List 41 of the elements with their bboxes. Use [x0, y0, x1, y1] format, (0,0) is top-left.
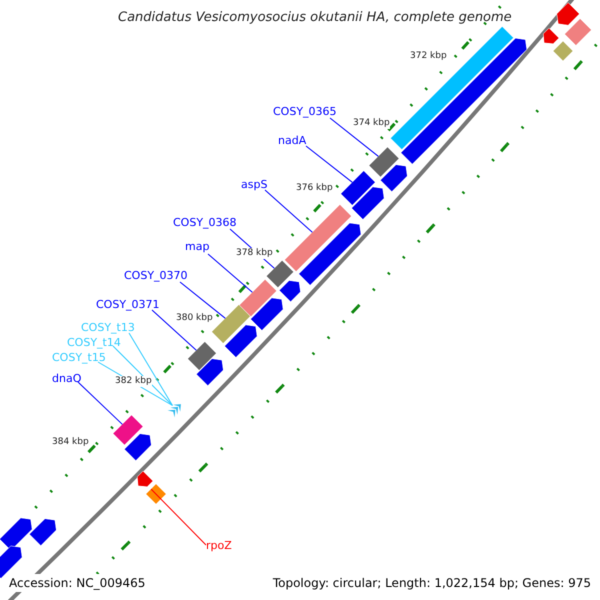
gene-label: COSY_0365	[273, 105, 337, 118]
gene-feature	[284, 204, 352, 272]
leader-line	[306, 146, 353, 183]
gene-label: map	[185, 240, 210, 253]
leader-line	[112, 346, 173, 406]
scale-label: 376 kbp	[296, 183, 333, 194]
gene-feature	[266, 260, 294, 288]
gene-label: COSY_0370	[124, 269, 188, 282]
leader-line	[330, 118, 379, 157]
leader-line	[264, 190, 313, 233]
gene-feature	[212, 304, 250, 344]
scale-label: 378 kbp	[236, 248, 273, 259]
gene-feature	[369, 147, 399, 177]
scale-label: 384 kbp	[52, 437, 89, 448]
diagram-title: Candidatus Vesicomyosocius okutanii HA, complete genome	[118, 9, 512, 27]
scale-label: 380 kbp	[176, 313, 213, 324]
gene-label: COSY_0371	[96, 298, 160, 311]
scale-label: 374 kbp	[353, 118, 390, 129]
leader-line	[150, 488, 206, 546]
gene-label: aspS	[241, 178, 268, 191]
gene-label: nadA	[278, 134, 306, 147]
gene-label: rpoZ	[206, 539, 232, 552]
accession-text: Accession: NC_009465	[8, 574, 146, 592]
gene-label: COSY_t15	[52, 351, 106, 364]
gene-feature	[113, 415, 143, 445]
gene-label: COSY_t13	[81, 321, 135, 334]
gene-label: COSY_t14	[67, 336, 121, 349]
gene-feature	[146, 484, 166, 504]
leader-line	[208, 254, 253, 293]
leader-line	[180, 282, 226, 319]
scale-label: 372 kbp	[410, 51, 447, 62]
gene-feature	[240, 280, 276, 316]
gene-feature	[341, 171, 375, 205]
gene-label: COSY_0368	[173, 216, 237, 229]
gene-label: dnaQ	[52, 372, 82, 385]
leader-line	[78, 382, 123, 425]
trna-chevron-icon	[168, 404, 181, 418]
leader-line	[152, 310, 197, 351]
scale-label: 382 kbp	[115, 376, 152, 387]
leader-line	[128, 332, 173, 406]
gene-feature	[188, 342, 216, 370]
